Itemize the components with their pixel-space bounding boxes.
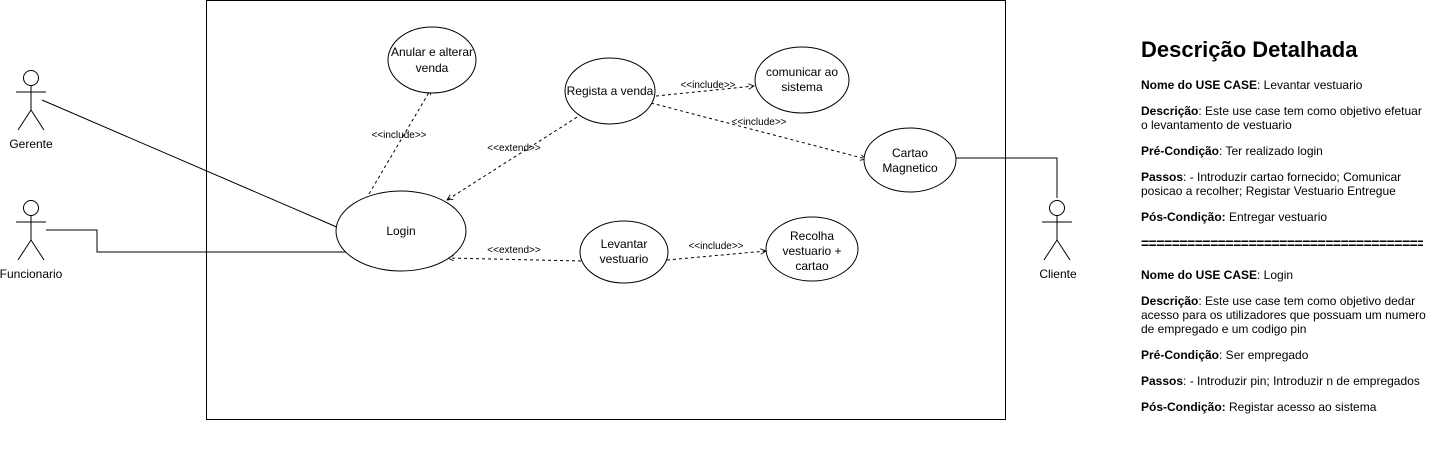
uc1-description: Descrição: Este use case tem como objeti… — [1141, 104, 1431, 132]
uc2-steps: Passos: - Introduzir pin; Introduzir n d… — [1141, 374, 1431, 388]
use-case-diagram: Anular e alterar venda Regista a venda c… — [0, 0, 1077, 420]
actor-funcionario-label: Funcionario — [0, 267, 63, 281]
levantar-label-line2: vestuario — [600, 252, 649, 266]
comunicar-label-line1: comunicar ao — [766, 65, 838, 79]
uc2-steps-label: Passos — [1141, 374, 1184, 388]
actor-gerente[interactable] — [16, 70, 46, 131]
association-gerente-login[interactable] — [41, 99, 340, 229]
uc1-pre-value: : Ter realizado login — [1219, 144, 1323, 158]
uc1-name-value: : Levantar vestuario — [1257, 78, 1363, 92]
use-case-recolha[interactable] — [765, 216, 859, 282]
description-panel: Descrição Detalhada Nome do USE CASE: Le… — [1141, 36, 1431, 426]
uc1-steps: Passos: - Introduzir cartao fornecido; C… — [1141, 170, 1431, 198]
regista-label: Regista a venda — [567, 84, 654, 98]
use-case-regista[interactable] — [564, 57, 656, 125]
extend-regista-login[interactable] — [447, 113, 583, 200]
anular-label-line1: Anular e alterar — [391, 45, 473, 59]
extend-regista-login-label: <<extend>> — [487, 143, 541, 154]
include-regista-cartao-label: <<include>> — [731, 117, 786, 128]
description-title: Descrição Detalhada — [1141, 37, 1358, 62]
uc1-precondition: Pré-Condição: Ter realizado login — [1141, 144, 1431, 158]
use-case-anular[interactable] — [387, 26, 477, 94]
use-case-login[interactable] — [335, 190, 467, 272]
uc1-steps-value: : - Introduzir cartao fornecido; Comunic… — [1141, 170, 1402, 198]
uc1-steps-label: Passos — [1141, 170, 1184, 184]
uc2-name-value: : Login — [1257, 268, 1294, 282]
recolha-label-line1: Recolha — [790, 229, 834, 243]
uc2-name-label: Nome do USE CASE — [1141, 268, 1258, 282]
uc2-steps-value: : - Introduzir pin; Introduzir n de empr… — [1183, 374, 1420, 388]
actor-gerente-label: Gerente — [9, 137, 53, 151]
levantar-label-line1: Levantar — [601, 237, 648, 251]
uc2-pre-value: : Ser empregado — [1219, 348, 1309, 362]
recolha-label-line3: cartao — [795, 259, 829, 273]
uc1-postcondition: Pós-Condição: Entregar vestuario — [1141, 210, 1431, 224]
include-regista-cartao[interactable] — [650, 102, 866, 159]
uc1-pre-label: Pré-Condição — [1141, 144, 1220, 158]
uc1-desc-value: : Este use case tem como objetivo efetua… — [1141, 104, 1422, 132]
actor-funcionario[interactable] — [16, 200, 46, 261]
extend-levantar-login[interactable] — [448, 258, 582, 262]
include-regista-comunicar[interactable] — [655, 86, 754, 97]
uc1-desc-label: Descrição — [1141, 104, 1199, 118]
include-login-anular-label: <<include>> — [371, 130, 426, 141]
actor-cliente[interactable] — [1042, 200, 1072, 261]
recolha-label-line2: vestuario + — [782, 244, 841, 258]
include-levantar-recolha[interactable] — [666, 251, 766, 261]
uc2-postcondition: Pós-Condição: Registar acesso ao sistema — [1141, 400, 1431, 414]
uc2-desc-value: : Este use case tem como objetivo dedar … — [1141, 294, 1426, 336]
uc2-post-label: Pós-Condição: — [1141, 400, 1226, 414]
actor-cliente-label: Cliente — [1039, 267, 1077, 281]
association-funcionario-login[interactable] — [46, 229, 346, 253]
comunicar-label-line2: sistema — [781, 80, 823, 94]
login-label: Login — [386, 224, 415, 238]
cartao-label-line1: Cartao — [892, 146, 928, 160]
uc2-pre-label: Pré-Condição — [1141, 348, 1220, 362]
include-regista-comunicar-label: <<include>> — [680, 80, 735, 91]
extend-levantar-login-label: <<extend>> — [487, 245, 541, 256]
include-levantar-recolha-label: <<include>> — [688, 241, 743, 252]
uc2-desc-label: Descrição — [1141, 294, 1199, 308]
uc1-name-label: Nome do USE CASE — [1141, 78, 1258, 92]
uc2-description: Descrição: Este use case tem como objeti… — [1141, 294, 1431, 336]
section-divider: ========================================… — [1141, 236, 1423, 250]
uc2-precondition: Pré-Condição: Ser empregado — [1141, 348, 1431, 362]
uc1-name: Nome do USE CASE: Levantar vestuario — [1141, 78, 1431, 92]
uc1-post-value: Entregar vestuario — [1225, 210, 1328, 224]
uc1-post-label: Pós-Condição: — [1141, 210, 1226, 224]
use-case-comunicar[interactable] — [754, 46, 850, 114]
uc2-name: Nome do USE CASE: Login — [1141, 268, 1431, 282]
use-case-cartao[interactable] — [863, 127, 957, 193]
association-cliente-cartao[interactable] — [956, 157, 1058, 198]
uc2-post-value: Registar acesso ao sistema — [1225, 400, 1377, 414]
use-case-levantar[interactable] — [579, 220, 669, 284]
cartao-label-line2: Magnetico — [882, 161, 938, 175]
anular-label-line2: venda — [416, 61, 449, 75]
